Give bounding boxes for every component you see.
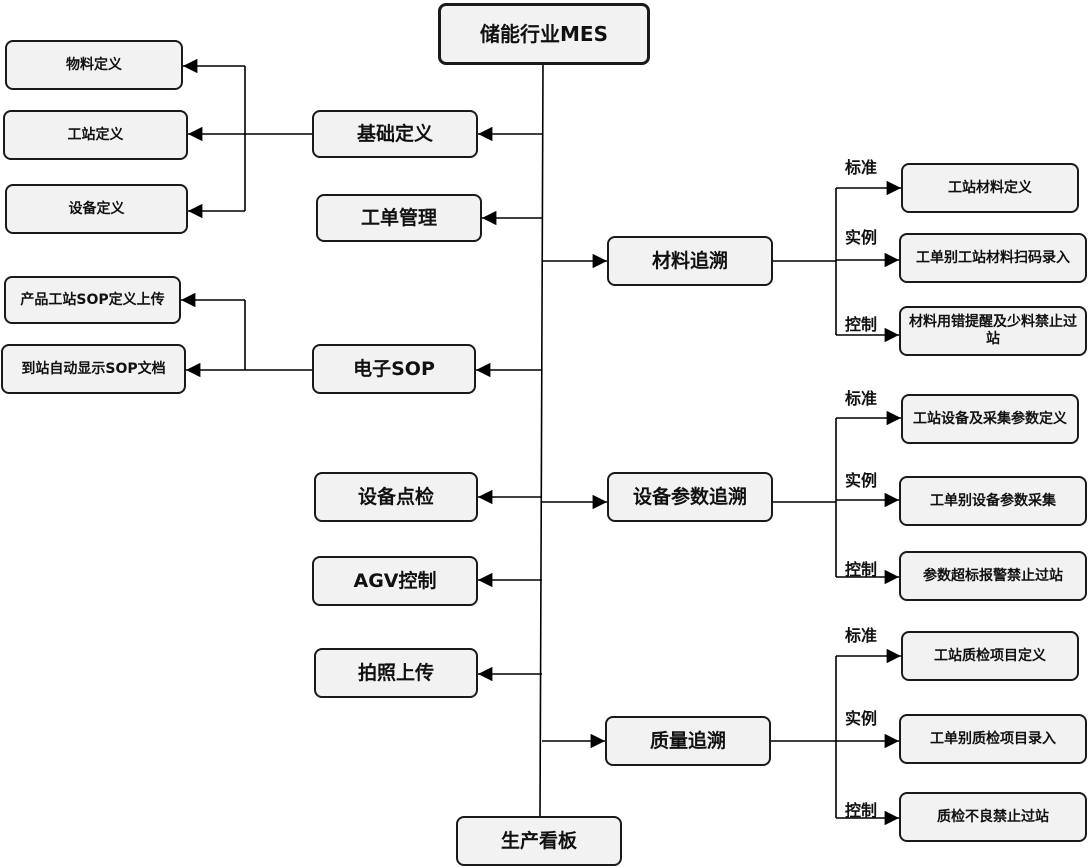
- branch-tag: 标准: [845, 158, 878, 177]
- photo-upload-node[interactable]: 拍照上传: [314, 648, 478, 698]
- branch-tag: 控制: [845, 560, 878, 579]
- root-node[interactable]: 储能行业MES: [438, 3, 650, 65]
- equipment-definition-node[interactable]: 设备定义: [5, 184, 188, 234]
- production-board-node[interactable]: 生产看板: [456, 816, 622, 866]
- quality-trace-item[interactable]: 工站质检项目定义: [901, 631, 1079, 681]
- quality-trace-item[interactable]: 质检不良禁止过站: [899, 792, 1087, 842]
- branch-tag: 实例: [845, 709, 878, 728]
- branch-tag: 实例: [845, 471, 878, 490]
- esop-node[interactable]: 电子SOP: [312, 344, 476, 394]
- basic-definition-node[interactable]: 基础定义: [312, 110, 478, 158]
- sop-display-node[interactable]: 到站自动显示SOP文档: [1, 344, 186, 394]
- material-trace-item[interactable]: 材料用错提醒及少料禁止过站: [899, 306, 1087, 356]
- material-trace-item[interactable]: 工单别工站材料扫码录入: [899, 233, 1087, 283]
- branch-tag: 标准: [845, 389, 878, 408]
- material-trace-node[interactable]: 材料追溯: [607, 236, 773, 286]
- equipment-param-trace-item[interactable]: 参数超标报警禁止过站: [899, 551, 1087, 601]
- material-definition-node[interactable]: 物料定义: [5, 40, 183, 90]
- sop-upload-node[interactable]: 产品工站SOP定义上传: [4, 276, 181, 324]
- equipment-param-trace-item[interactable]: 工站设备及采集参数定义: [901, 394, 1079, 444]
- branch-tag: 实例: [845, 228, 878, 247]
- equipment-inspection-node[interactable]: 设备点检: [314, 472, 478, 522]
- work-order-node[interactable]: 工单管理: [316, 194, 482, 242]
- agv-control-node[interactable]: AGV控制: [312, 556, 478, 606]
- equipment-param-trace-item[interactable]: 工单别设备参数采集: [899, 476, 1087, 526]
- branch-tag: 控制: [845, 801, 878, 820]
- branch-tag: 标准: [845, 626, 878, 645]
- material-trace-item[interactable]: 工站材料定义: [901, 163, 1079, 213]
- connector: [539, 64, 544, 817]
- quality-trace-item[interactable]: 工单别质检项目录入: [899, 714, 1087, 764]
- equipment-param-trace-node[interactable]: 设备参数追溯: [607, 472, 773, 522]
- quality-trace-node[interactable]: 质量追溯: [605, 716, 771, 766]
- branch-tag: 控制: [845, 315, 878, 334]
- station-definition-node[interactable]: 工站定义: [3, 110, 188, 160]
